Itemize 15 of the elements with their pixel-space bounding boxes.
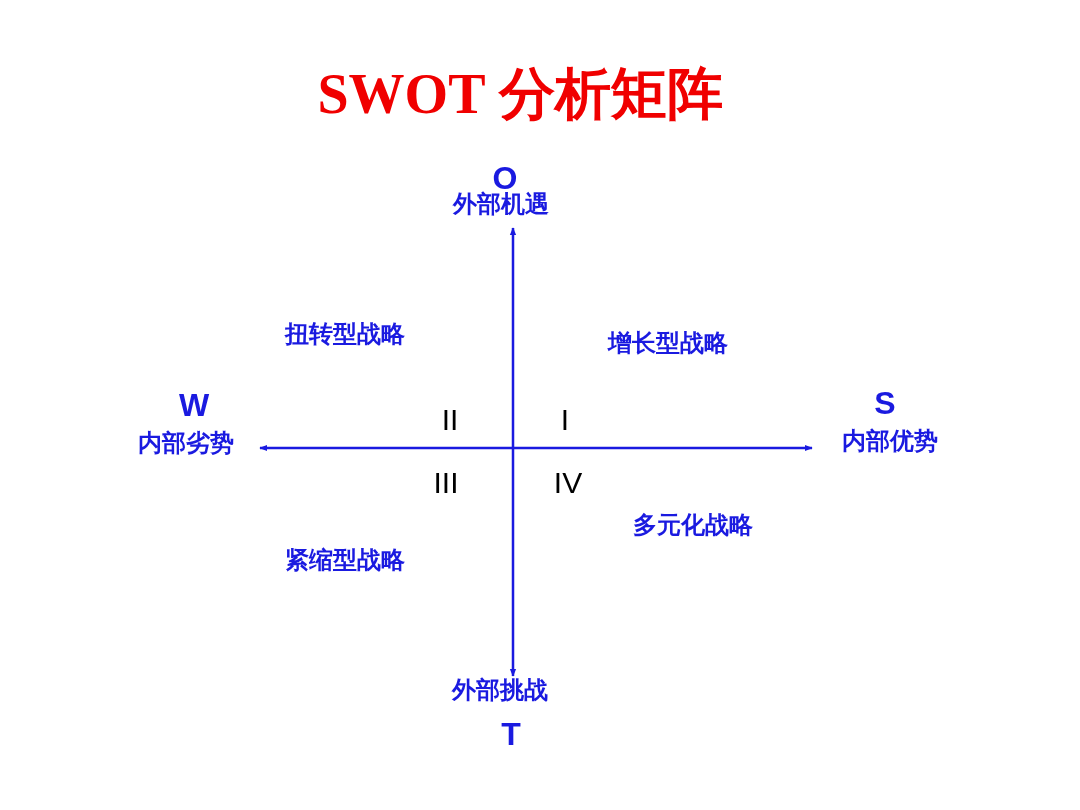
title: SWOT 分析矩阵 bbox=[317, 62, 723, 127]
strategy-label: 扭转型战略 bbox=[285, 319, 405, 349]
axis-label: 内部劣势 bbox=[138, 428, 234, 458]
strategy-label: 紧缩型战略 bbox=[285, 545, 405, 575]
quadrant-number: IV bbox=[553, 466, 583, 500]
quadrant-number: I bbox=[560, 403, 570, 437]
quadrant-number: III bbox=[433, 466, 459, 500]
axis-letter: S bbox=[874, 384, 896, 422]
axis-label: 内部优势 bbox=[842, 426, 938, 456]
quadrant-number: II bbox=[441, 403, 459, 437]
axis-letter: T bbox=[501, 715, 521, 753]
strategy-label: 多元化战略 bbox=[633, 510, 753, 540]
axis-letter: W bbox=[178, 386, 210, 424]
axis-label: 外部挑战 bbox=[452, 675, 548, 705]
strategy-label: 增长型战略 bbox=[608, 328, 728, 358]
